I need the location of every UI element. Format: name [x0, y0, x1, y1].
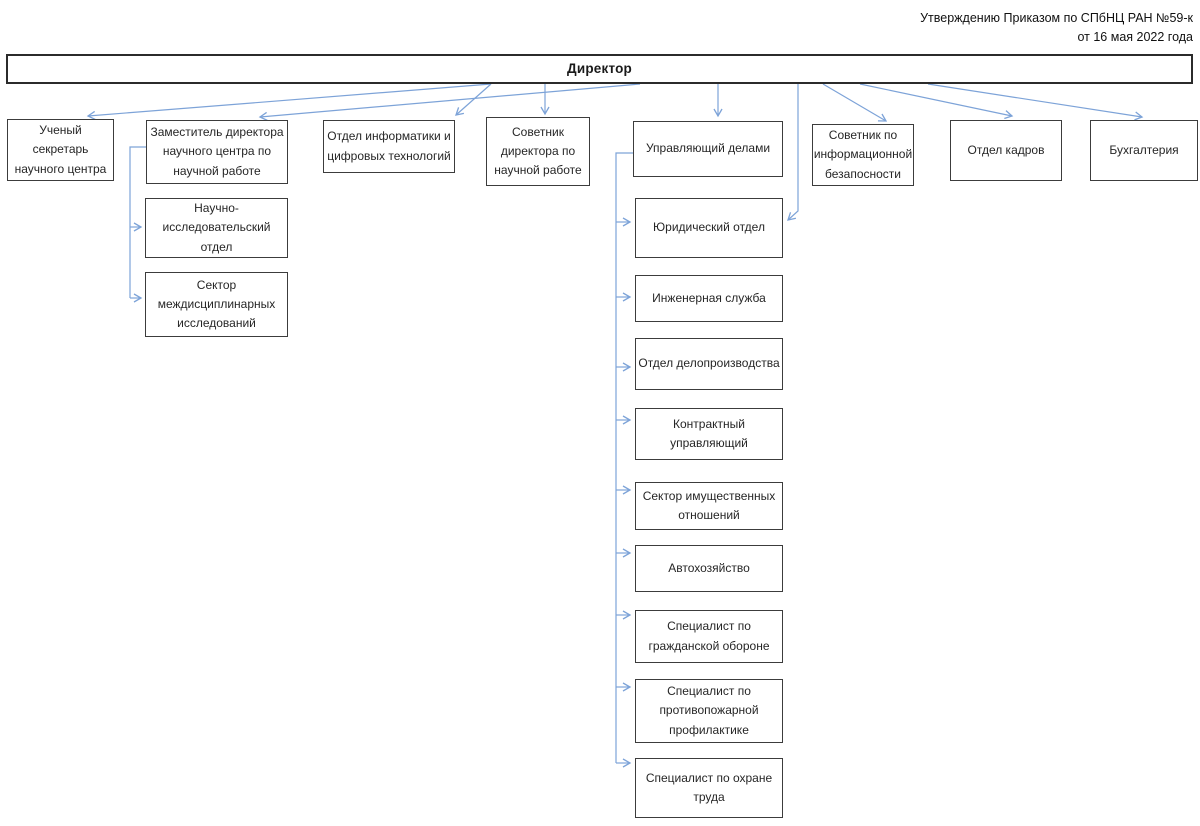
org-box-label: Ученый секретарь научного центра: [14, 123, 107, 176]
org-box-label: Управляющий делами: [645, 141, 771, 156]
org-box-legal-department: Юридический отдел: [635, 198, 783, 258]
org-box-label: Сектор имущественных отношений: [642, 488, 776, 522]
org-box-deputy-director: Заместитель директора научного центра по…: [146, 120, 288, 184]
approval-line-2: от 16 мая 2022 года: [1077, 30, 1193, 45]
org-box-motor-pool: Автохозяйство: [635, 545, 783, 592]
org-box-label: Контрактный управляющий: [670, 416, 748, 450]
org-box-label: Научно- исследовательский отдел: [162, 201, 271, 254]
org-box-it-department: Отдел информатики и цифровых технологий: [323, 120, 455, 173]
connector-director-to-deputy-director: [258, 83, 641, 121]
connector-director-to-infosec-advisor: [822, 83, 888, 122]
org-box-label: Советник директора по научной работе: [494, 124, 582, 178]
connector-director-to-hr-department: [859, 83, 1014, 120]
org-box-records-department: Отдел делопроизводства: [635, 338, 783, 390]
org-box-hr-department: Отдел кадров: [950, 120, 1062, 181]
org-box-label: Инженерная служба: [652, 290, 766, 305]
org-box-label: Специалист по противопожарной профилакти…: [659, 684, 759, 737]
org-box-label: Юридический отдел: [653, 220, 765, 235]
org-box-label: Заместитель директора научного центра по…: [150, 125, 284, 178]
org-box-label: Советник по информационной безапосности: [813, 128, 913, 181]
org-box-label: Отдел кадров: [967, 142, 1045, 157]
org-box-label: Специалист по охране труда: [645, 770, 773, 804]
org-box-research-department: Научно- исследовательский отдел: [145, 198, 288, 258]
connector-director-to-scientific-secretary: [86, 83, 492, 121]
org-box-civil-defense-specialist: Специалист по гражданской обороне: [635, 610, 783, 663]
approval-line-1: Утверждению Приказом по СПбНЦ РАН №59-к: [920, 11, 1193, 25]
org-box-contract-manager: Контрактный управляющий: [635, 408, 783, 460]
org-box-label: Отдел информатики и цифровых технологий: [327, 129, 451, 163]
org-box-business-manager: Управляющий делами: [633, 121, 783, 177]
connector-manager-branch-line: [615, 152, 633, 763]
connector-director-to-legal-department: [787, 84, 799, 221]
org-box-infosec-advisor: Советник по информационной безапосности: [812, 124, 914, 186]
org-box-label: Автохозяйство: [668, 560, 750, 575]
org-box-director: Директор: [6, 54, 1193, 84]
org-box-accounting: Бухгалтерия: [1090, 120, 1198, 181]
org-box-science-advisor: Советник директора по научной работе: [486, 117, 590, 186]
org-box-scientific-secretary: Ученый секретарь научного центра: [7, 119, 114, 181]
connector-deputy-branch-line: [129, 146, 146, 298]
org-box-labor-safety-specialist: Специалист по охране труда: [635, 758, 783, 818]
org-box-property-sector: Сектор имущественных отношений: [635, 482, 783, 530]
approval-note: Утверждению Приказом по СПбНЦ РАН №59-к …: [920, 9, 1193, 48]
org-box-label: Директор: [567, 61, 632, 77]
org-box-label: Сектор междисциплинарных исследований: [157, 277, 276, 331]
org-box-engineering-service: Инженерная служба: [635, 275, 783, 322]
org-box-label: Бухгалтерия: [1109, 142, 1179, 157]
org-box-label: Специалист по гражданской обороне: [648, 619, 770, 653]
connector-director-to-accounting: [927, 83, 1144, 121]
org-box-label: Отдел делопроизводства: [638, 356, 780, 371]
org-box-fire-prevention-specialist: Специалист по противопожарной профилакти…: [635, 679, 783, 743]
org-box-interdisciplinary-sector: Сектор междисциплинарных исследований: [145, 272, 288, 337]
connector-director-to-it-department: [455, 83, 492, 116]
